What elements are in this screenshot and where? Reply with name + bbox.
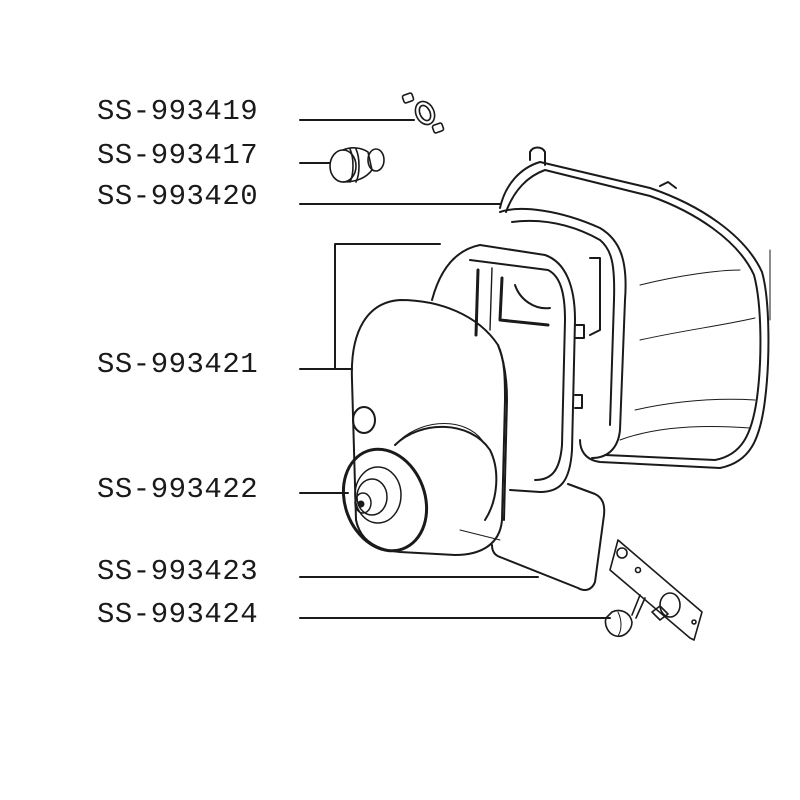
gasket-icon (491, 483, 606, 591)
part-label-993421: SS-993421 (97, 348, 259, 381)
knob-bracket-icon (604, 539, 703, 641)
part-label-993417: SS-993417 (97, 139, 259, 172)
housing-shell-icon (499, 146, 771, 469)
part-label-993424: SS-993424 (97, 598, 259, 631)
part-label-993419: SS-993419 (97, 95, 259, 128)
leader-993421-bracket (334, 243, 441, 370)
front-panel-icon (350, 299, 508, 556)
inner-frame-icon (431, 244, 585, 493)
dial-icon (341, 447, 429, 553)
part-label-993420: SS-993420 (97, 180, 259, 213)
button-cap-icon (329, 147, 385, 183)
part-label-993423: SS-993423 (97, 555, 259, 588)
part-label-993422: SS-993422 (97, 473, 259, 506)
clamp-icon (401, 92, 445, 134)
leader-lines (299, 119, 611, 619)
